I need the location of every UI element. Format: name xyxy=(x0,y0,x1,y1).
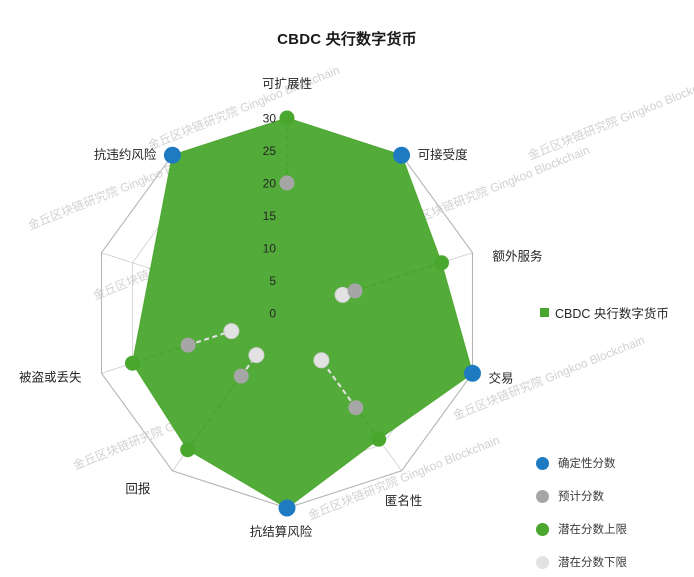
radial-axis-tick-labels: 0 5 10 15 20 25 30 xyxy=(263,112,277,321)
legend-main-label: CBDC 央行数字货币 xyxy=(555,307,669,321)
legend-item-expected[interactable]: 预计分数 xyxy=(536,488,627,504)
svg-text:0: 0 xyxy=(269,307,276,321)
category-label: 匿名性 xyxy=(385,493,423,508)
category-label: 被盗或丢失 xyxy=(19,369,82,384)
legend-dot-certain xyxy=(536,456,549,470)
category-label: 抗结算风险 xyxy=(250,524,313,539)
svg-text:25: 25 xyxy=(263,144,277,158)
page-title: CBDC 央行数字货币 xyxy=(277,31,417,48)
svg-text:5: 5 xyxy=(269,274,276,288)
svg-text:30: 30 xyxy=(263,112,277,126)
legend-dot-potential-lower xyxy=(536,555,549,569)
legend-item-potential-upper[interactable]: 潜在分数上限 xyxy=(536,521,627,537)
category-label: 回报 xyxy=(125,481,151,496)
legend-label-potential-lower: 潜在分数下限 xyxy=(558,557,627,569)
legend-dot-expected xyxy=(536,489,549,503)
category-label: 可扩展性 xyxy=(262,77,312,91)
category-label: 可接受度 xyxy=(418,147,469,162)
category-label: 交易 xyxy=(489,370,514,385)
legend-item-certain[interactable]: 确定性分数 xyxy=(536,455,627,471)
legend-main-swatch xyxy=(540,308,549,317)
legend-item-potential-lower[interactable]: 潜在分数下限 xyxy=(536,554,627,570)
category-label: 额外服务 xyxy=(493,249,543,264)
legend-label-certain: 确定性分数 xyxy=(558,458,616,470)
svg-text:10: 10 xyxy=(263,242,277,256)
legend-label-potential-upper: 潜在分数上限 xyxy=(558,524,627,536)
legend-label-expected: 预计分数 xyxy=(558,491,604,503)
svg-text:20: 20 xyxy=(263,177,277,191)
legend-series-list: 确定性分数 预计分数 潜在分数上限 潜在分数下限 xyxy=(536,455,627,570)
svg-text:金丘区块链研究院 Gingkoo Blockchain: 金丘区块链研究院 Gingkoo Blockchain xyxy=(526,72,694,163)
svg-text:15: 15 xyxy=(263,209,277,223)
category-label: 抗违约风险 xyxy=(94,147,157,162)
radar-filled-area xyxy=(131,117,474,509)
radar-points xyxy=(125,110,481,517)
legend-main[interactable]: CBDC 央行数字货币 xyxy=(540,303,669,322)
legend-dot-potential-upper xyxy=(536,522,549,536)
